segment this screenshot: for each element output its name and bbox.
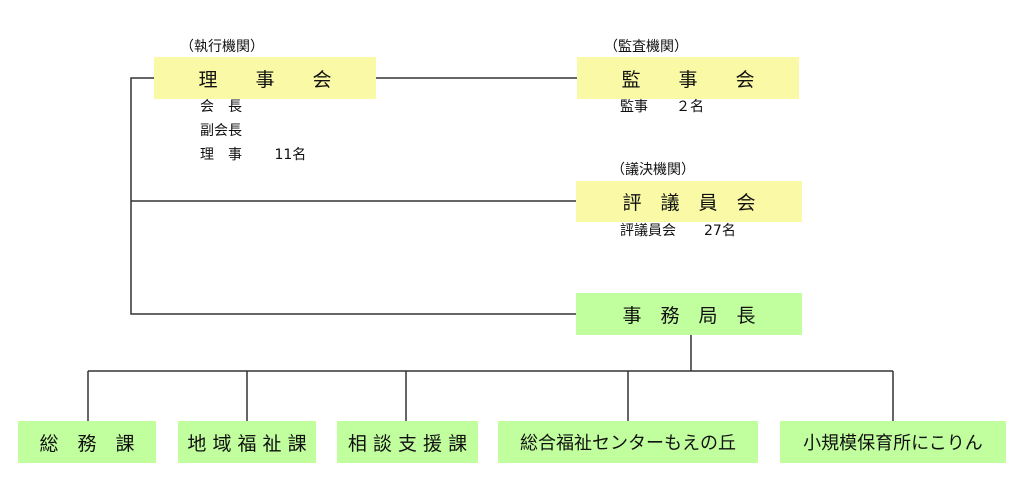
councilors-category-label: （議決機関） (611, 162, 695, 178)
board-title: 理 事 会 (198, 68, 332, 91)
auditors-title: 監 事 会 (621, 68, 755, 91)
department-box: 総合福祉センターもえの丘 (498, 421, 758, 463)
auditors-box: 監 事 会 (577, 57, 799, 99)
department-box: 相 談 支 援 課 (337, 421, 478, 463)
department-label: 総 務 課 (39, 432, 135, 455)
department-label: 地 域 福 祉 課 (187, 432, 307, 455)
councilors-member: 評議員会 27名 (620, 223, 736, 239)
department-label: 相 談 支 援 課 (347, 432, 468, 455)
department-box: 総 務 課 (18, 421, 156, 463)
secretariat-title: 事 務 局 長 (622, 304, 756, 327)
board-trunk-line (130, 77, 576, 315)
department-label: 総合福祉センターもえの丘 (520, 433, 736, 454)
board-member: 会 長 (200, 99, 242, 115)
board-member: 副会長 (200, 123, 242, 139)
department-box: 小規模保育所にこりん (780, 421, 1006, 463)
auditors-category-label: （監査機関） (604, 39, 688, 55)
councilors-box: 評 議 員 会 (576, 181, 802, 222)
auditors-members: 監事 ２名 (620, 95, 704, 119)
board-members: 会 長副会長理 事 11名 (200, 95, 306, 167)
councilors-members: 評議員会 27名 (620, 219, 736, 243)
department-label: 小規模保育所にこりん (803, 433, 983, 454)
auditors-member: 監事 ２名 (620, 99, 704, 115)
board-category-label: （執行機関） (180, 39, 264, 55)
secretariat-box: 事 務 局 長 (576, 293, 802, 335)
councilors-title: 評 議 員 会 (622, 192, 756, 214)
board-box: 理 事 会 (154, 57, 376, 99)
board-member: 理 事 11名 (200, 147, 307, 163)
department-box: 地 域 福 祉 課 (178, 421, 316, 463)
